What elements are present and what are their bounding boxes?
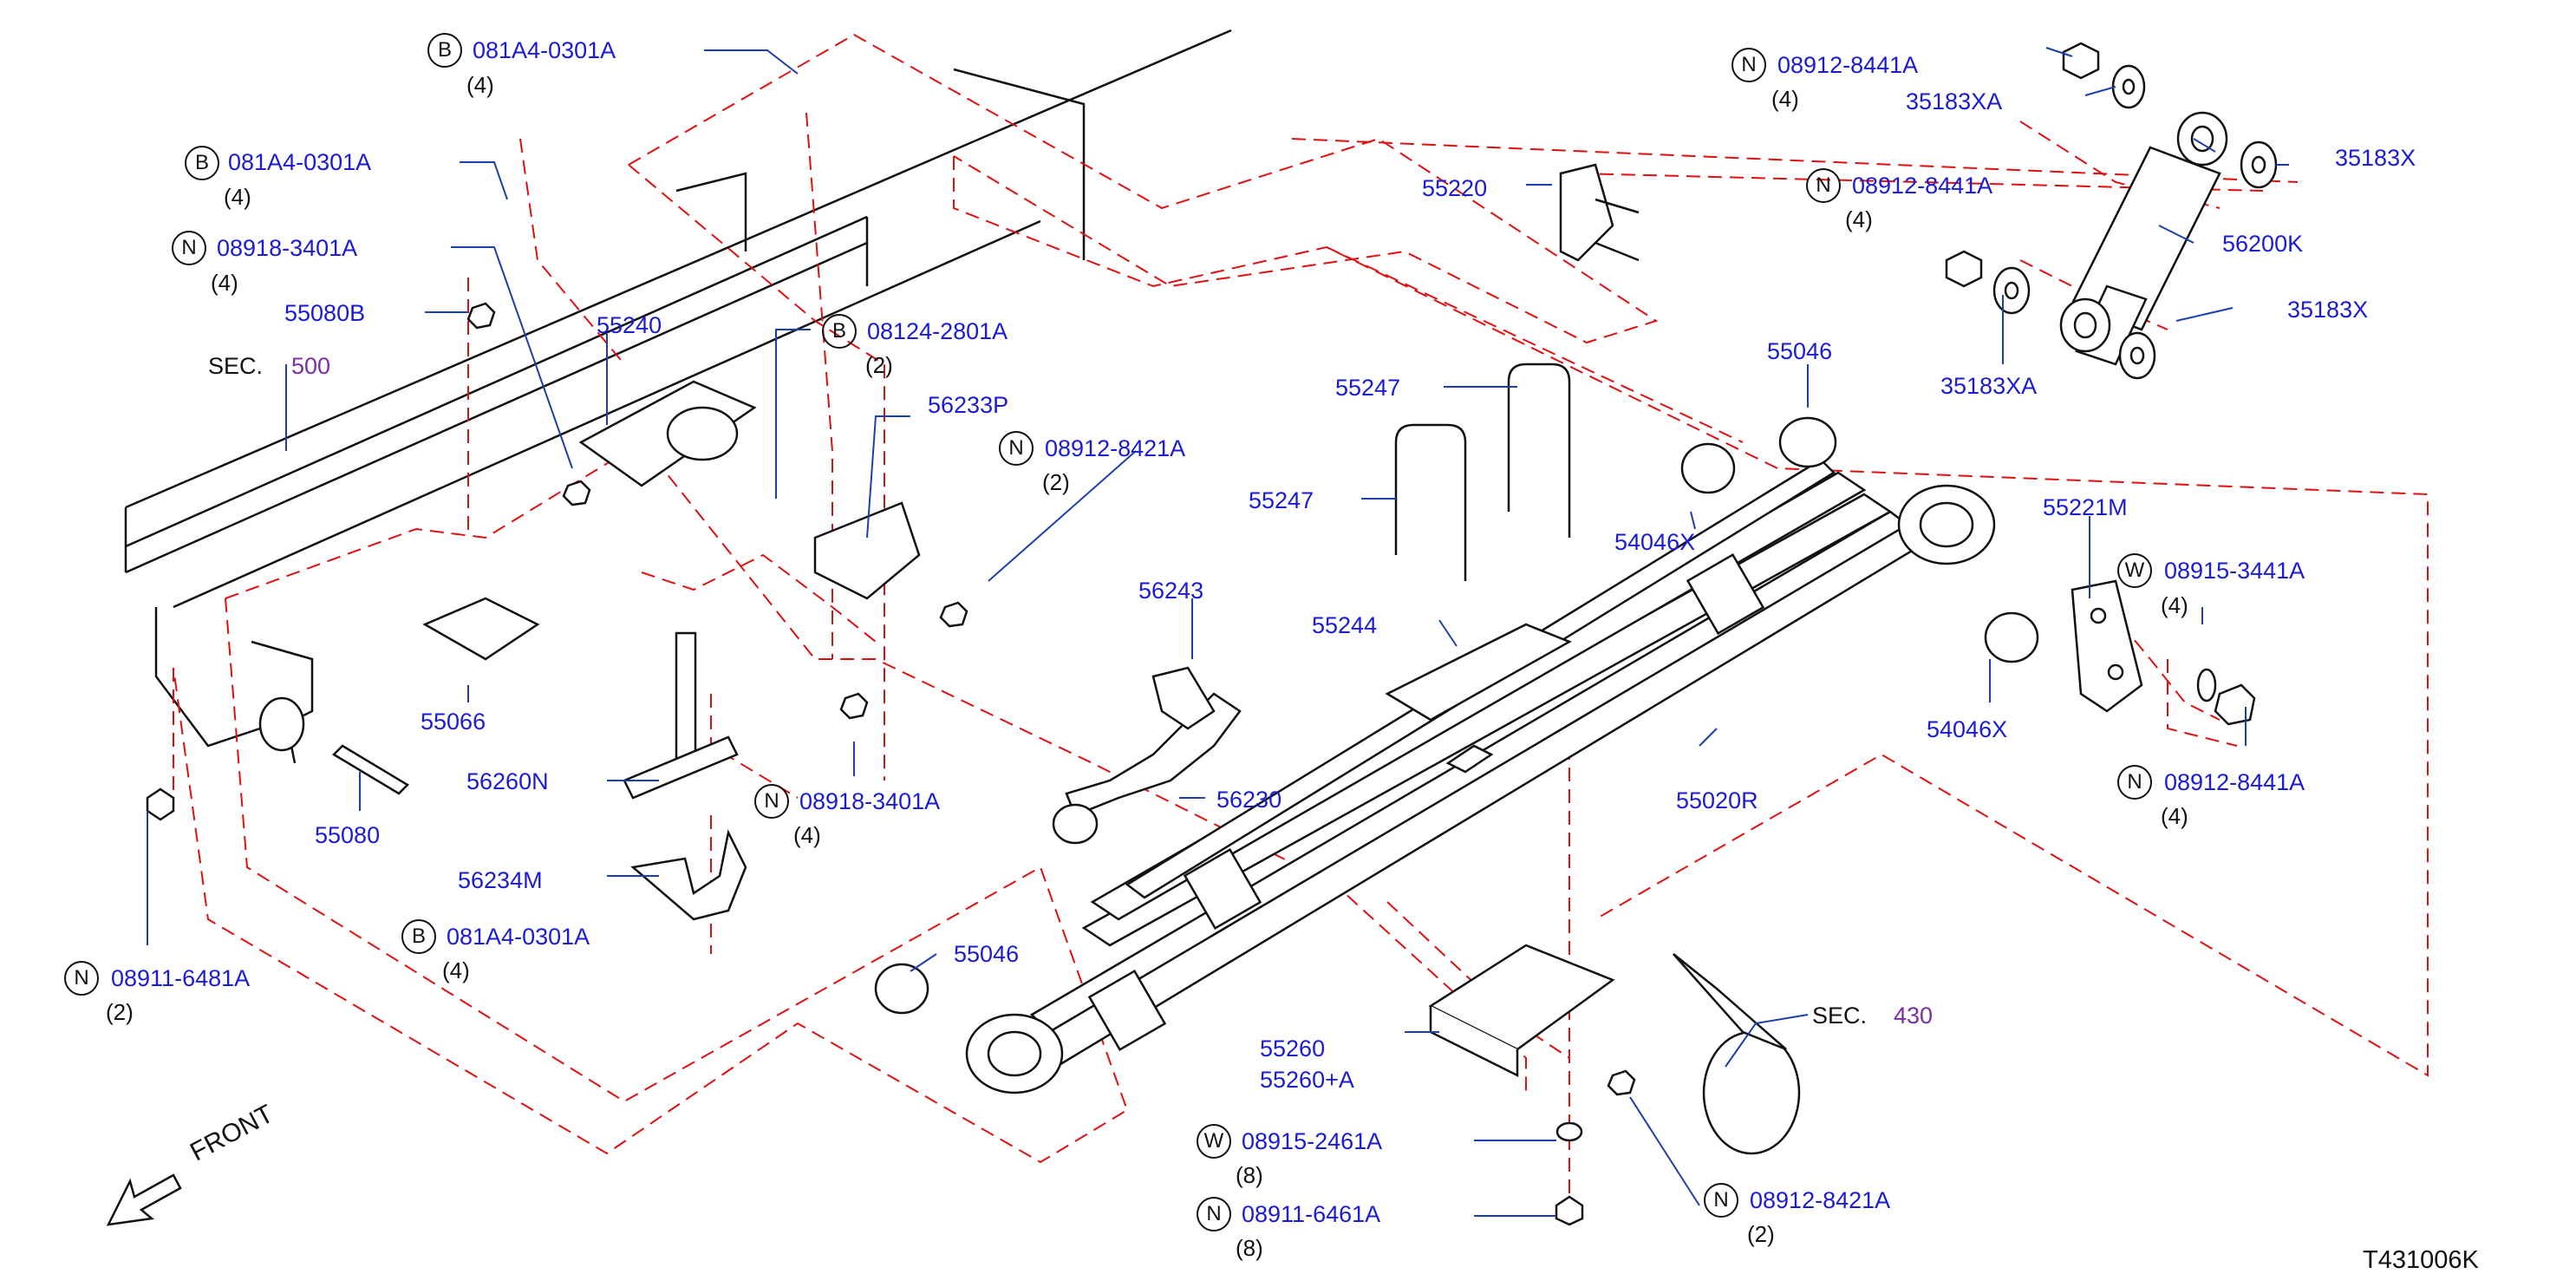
part-label-35183XA-upper: 35183XA bbox=[1906, 88, 2003, 114]
callout-symbol: N bbox=[172, 231, 206, 265]
part-label-54046X-left: 54046X bbox=[1614, 529, 1696, 555]
part-label-35183X-lower: 35183X bbox=[2287, 297, 2369, 323]
section-number[interactable]: 500 bbox=[291, 353, 331, 379]
callout-quantity: (4) bbox=[2161, 592, 2188, 618]
part-label-55247-lower: 55247 bbox=[1249, 487, 1314, 513]
part-label-55221M: 55221M bbox=[2043, 494, 2128, 520]
callout-part-number: 081A4-0301A bbox=[228, 149, 372, 175]
frame-rail bbox=[124, 29, 1232, 764]
callout-part-number: 08912-8441A bbox=[1777, 52, 1919, 78]
callout-symbol: W bbox=[1197, 1124, 1231, 1159]
part-label-35183XA-lower: 35183XA bbox=[1940, 373, 2038, 399]
callout-quantity: (4) bbox=[793, 822, 821, 848]
diagram-code: T431006K bbox=[2363, 1246, 2479, 1274]
callout-part-number: 08912-8421A bbox=[1045, 435, 1186, 461]
callout-symbol: W bbox=[2117, 553, 2152, 588]
section-prefix: SEC. bbox=[1812, 1003, 1868, 1029]
callout-symbol: N bbox=[2117, 765, 2152, 800]
part-label-55066: 55066 bbox=[421, 709, 486, 735]
callout-symbol: N bbox=[1731, 48, 1766, 82]
callout-part-number: 08915-2461A bbox=[1242, 1128, 1383, 1154]
callout-part-number: 081A4-0301A bbox=[447, 924, 590, 950]
callout-part-number: 08912-8421A bbox=[1750, 1187, 1891, 1213]
callout-quantity: (2) bbox=[106, 999, 134, 1025]
callout-part-number: 08911-6481A bbox=[111, 965, 251, 991]
part-label-55220: 55220 bbox=[1422, 175, 1488, 201]
shock-absorber-56200K bbox=[2059, 111, 2228, 366]
callout-quantity: (4) bbox=[466, 72, 494, 98]
callout-symbol: B bbox=[185, 146, 219, 180]
callout-symbol: N bbox=[1806, 168, 1841, 203]
callout-symbol: N bbox=[1704, 1183, 1738, 1218]
part-label-56200K: 56200K bbox=[2222, 231, 2304, 257]
callout-quantity: (2) bbox=[1042, 469, 1070, 495]
part-label-56260N: 56260N bbox=[466, 768, 549, 794]
leader-lines bbox=[147, 47, 2289, 1217]
callout-quantity: (8) bbox=[1236, 1235, 1263, 1261]
callout-part-number: 08912-8441A bbox=[2164, 769, 2305, 795]
callout-quantity: (4) bbox=[1771, 86, 1799, 112]
callout-part-number: 08912-8441A bbox=[1852, 173, 1993, 199]
section-number[interactable]: 430 bbox=[1894, 1003, 1934, 1029]
callout-quantity: (4) bbox=[442, 957, 470, 983]
part-label-55020R: 55020R bbox=[1676, 787, 1758, 813]
callout-symbol: N bbox=[999, 431, 1034, 466]
part-label-55240: 55240 bbox=[597, 312, 662, 338]
callout-symbol: N bbox=[1197, 1197, 1231, 1231]
callout-symbol: N bbox=[64, 961, 99, 996]
callout-symbol: B bbox=[401, 919, 436, 954]
callout-quantity: (4) bbox=[224, 184, 251, 210]
part-label-55046-lower: 55046 bbox=[954, 941, 1020, 967]
callout-part-number: 08918-3401A bbox=[217, 235, 358, 261]
part-label-55080B: 55080B bbox=[284, 300, 366, 326]
callout-quantity: (4) bbox=[2161, 803, 2188, 829]
callout-quantity: (8) bbox=[1236, 1162, 1263, 1188]
part-label-55247-upper: 55247 bbox=[1335, 375, 1401, 401]
part-label-55244: 55244 bbox=[1312, 612, 1378, 638]
part-label-54046X-right: 54046X bbox=[1927, 716, 2008, 742]
part-label-55260: 55260 bbox=[1260, 1035, 1326, 1062]
callout-quantity: (2) bbox=[1747, 1221, 1775, 1247]
callout-part-number: 08915-3441A bbox=[2164, 558, 2305, 584]
callout-symbol: B bbox=[822, 314, 857, 349]
callout-symbol: N bbox=[754, 784, 789, 819]
callout-part-number: 08911-6461A bbox=[1242, 1201, 1381, 1227]
part-label-55080: 55080 bbox=[315, 822, 381, 848]
part-label-56233P: 56233P bbox=[928, 392, 1009, 418]
brackets bbox=[146, 163, 2143, 1226]
part-label-55260-plus-a: 55260+A bbox=[1260, 1067, 1354, 1093]
part-label-56234M: 56234M bbox=[458, 867, 543, 893]
front-arrow-icon bbox=[106, 1173, 182, 1226]
part-label-56230: 56230 bbox=[1216, 787, 1282, 813]
callout-part-number: 08918-3401A bbox=[799, 788, 941, 814]
callout-part-number: 08124-2801A bbox=[867, 318, 1008, 344]
callout-quantity: (2) bbox=[865, 352, 893, 378]
callout-quantity: (4) bbox=[211, 270, 238, 296]
callout-symbol: B bbox=[427, 33, 462, 68]
section-prefix: SEC. bbox=[208, 353, 264, 379]
callout-part-number: 081A4-0301A bbox=[473, 37, 616, 63]
part-label-56243: 56243 bbox=[1138, 578, 1204, 604]
part-label-35183X-upper: 35183X bbox=[2335, 145, 2416, 171]
part-label-55046-upper: 55046 bbox=[1767, 338, 1833, 364]
callout-quantity: (4) bbox=[1845, 206, 1873, 232]
